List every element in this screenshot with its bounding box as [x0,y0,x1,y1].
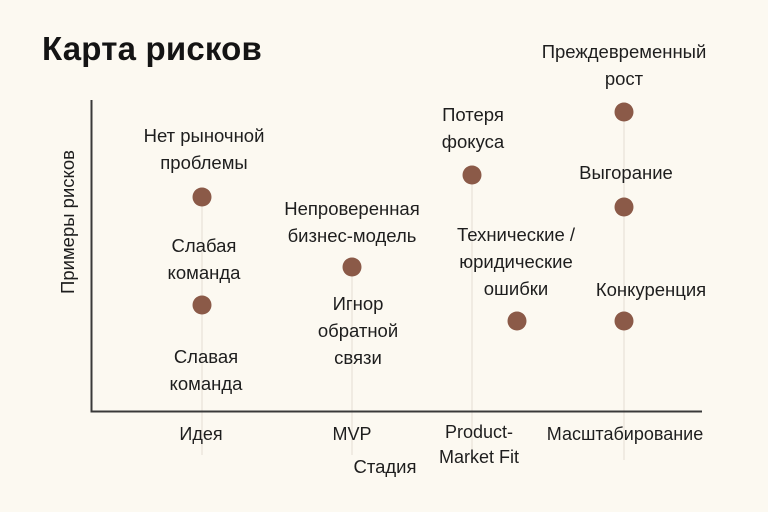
label-line: фокуса [441,131,505,152]
label-line: Славая [173,346,239,367]
label-line: связи [334,347,382,368]
label-line: юридические [459,251,573,272]
label-line: бизнес-модель [287,225,417,246]
label-line: ошибки [483,278,549,299]
tick-line: Market Fit [438,447,520,467]
label-line: команда [167,262,241,283]
label-line: Игнор [332,293,384,314]
label-line: Непроверенная [284,198,420,219]
x-tick-idea: Идея [179,422,222,447]
x-tick-scaling: Масштабирование [547,422,703,447]
label-unproven-model: Непроверенная бизнес-модель [284,195,419,249]
label-line: Технические / [456,224,576,245]
point-competition [614,311,634,331]
point-loss-of-focus [462,165,482,185]
point-burnout [614,197,634,217]
y-axis-label: Примеры рисков [57,150,78,294]
tick-line: Масштабирование [546,424,704,444]
x-tick-pmf: Product- Market Fit [439,420,519,470]
label-line: команда [169,373,243,394]
label-line: обратной [317,320,399,341]
label-line: рост [604,68,644,89]
tick-line: Product- [444,422,514,442]
point-unproven-model [342,257,362,277]
x-tick-mvp: MVP [332,422,371,447]
label-loss-of-focus: Потеря фокуса [442,101,504,155]
label-tech-legal-errors: Технические / юридические ошибки [457,221,575,302]
label-competition: Конкуренция [595,279,707,300]
x-axis-label: Стадия [353,456,417,477]
label-line: Преждевременный [541,41,707,62]
label-line: Потеря [442,104,504,125]
point-weak-team [192,295,212,315]
point-tech-legal-errors [507,311,527,331]
label-glorious-team: Славая команда [170,343,243,397]
label-line: Нет рыночной [143,125,265,146]
label-ignore-feedback: Игнор обратной связи [318,290,398,371]
label-premature-growth: Преждевременный рост [542,38,707,92]
label-weak-team: Слабая команда [168,232,241,286]
label-line: проблемы [160,152,248,173]
label-burnout: Выгорание [579,162,673,183]
label-no-market-problem: Нет рыночной проблемы [144,122,265,176]
point-no-market-problem [192,187,212,207]
point-premature-growth [614,102,634,122]
tick-line: Идея [179,424,223,444]
tick-line: MVP [332,424,372,444]
label-line: Слабая [171,235,237,256]
chart-title: Карта рисков [42,30,263,67]
